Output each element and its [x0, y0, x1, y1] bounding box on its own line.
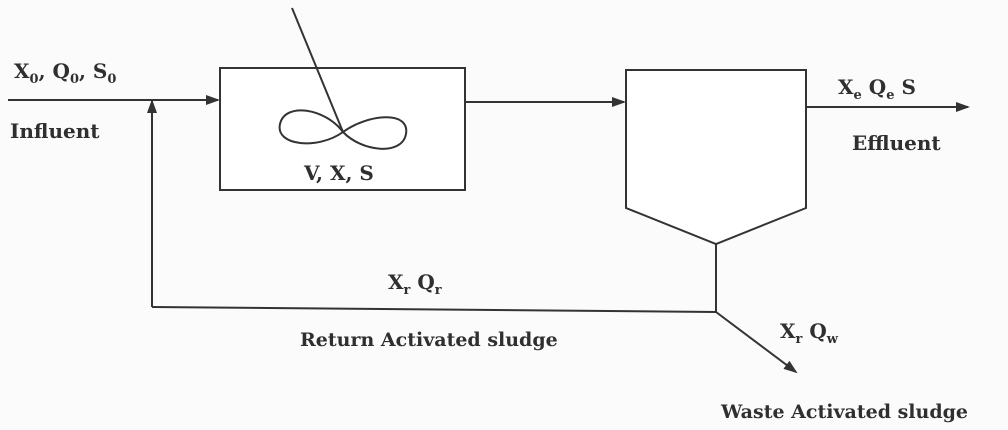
effluent-label: Effluent	[852, 131, 941, 155]
effluent-variables: Xe Qe S	[838, 75, 916, 103]
return-sludge-label: Return Activated sludge	[300, 329, 558, 351]
waste-sludge-label: Waste Activated sludge	[720, 401, 968, 423]
reactor-variables: V, X, S	[303, 161, 374, 185]
mixer-shaft	[291, 7, 344, 133]
secondary-clarifier	[625, 69, 807, 246]
influent-variables: X0, Q0, S0	[14, 59, 116, 87]
influent-label: Influent	[10, 119, 100, 143]
return-sludge-line	[151, 306, 717, 313]
waste-sludge-arrow	[715, 311, 798, 374]
waste-variables: Xr Qw	[780, 319, 839, 347]
return-variables: Xr Qr	[388, 270, 442, 298]
mixer-blades-icon	[278, 109, 408, 150]
